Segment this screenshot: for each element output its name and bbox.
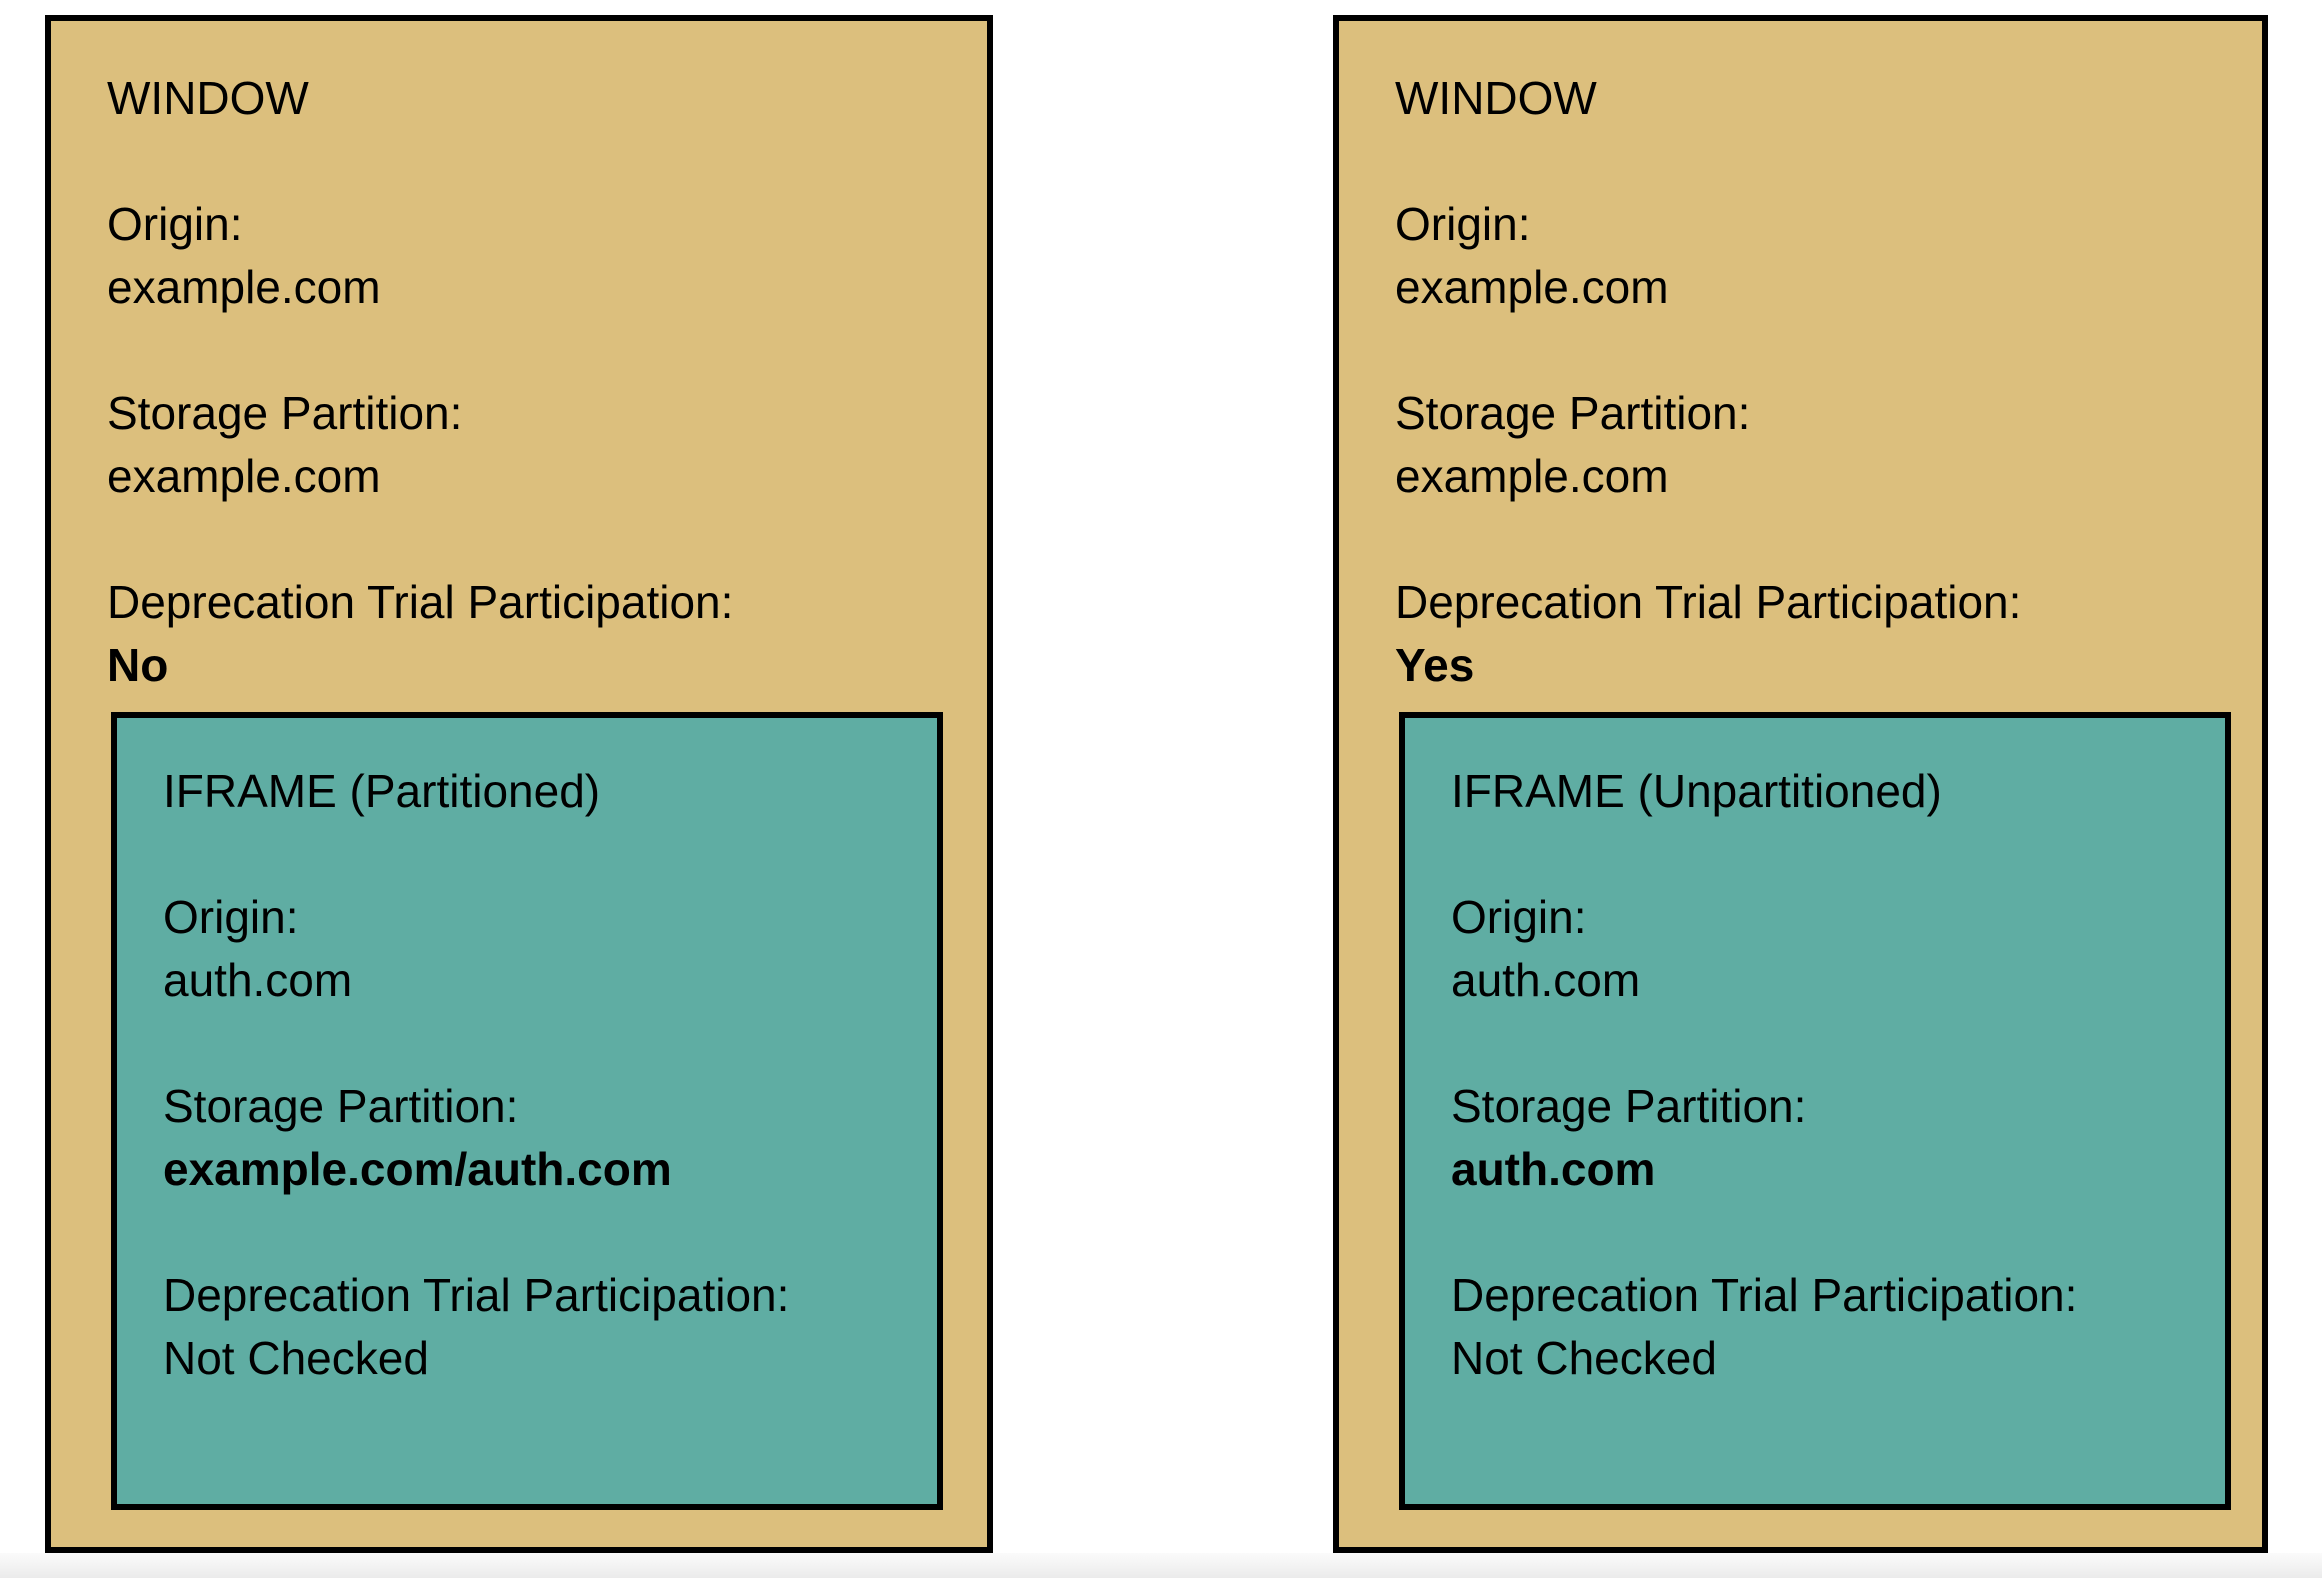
iframe-deprecation-trial-value: Not Checked bbox=[163, 1332, 429, 1384]
iframe-origin-field: Origin: auth.com bbox=[1451, 886, 2179, 1012]
page-bottom-edge bbox=[0, 1553, 2322, 1578]
origin-label: Origin: bbox=[1395, 198, 1531, 250]
storage-partition-value: example.com bbox=[107, 450, 381, 502]
origin-value: example.com bbox=[1395, 261, 1669, 313]
iframe-deprecation-trial-value: Not Checked bbox=[1451, 1332, 1717, 1384]
iframe-storage-partition-field: Storage Partition: auth.com bbox=[1451, 1075, 2179, 1201]
storage-partition-value: example.com bbox=[1395, 450, 1669, 502]
iframe-storage-partition-value: auth.com bbox=[1451, 1143, 1656, 1195]
origin-field: Origin: example.com bbox=[1395, 193, 2206, 319]
origin-value: example.com bbox=[107, 261, 381, 313]
iframe-origin-label: Origin: bbox=[1451, 891, 1587, 943]
deprecation-trial-field: Deprecation Trial Participation: Yes bbox=[1395, 571, 2206, 697]
deprecation-trial-label: Deprecation Trial Participation: bbox=[107, 576, 734, 628]
iframe-deprecation-trial-label: Deprecation Trial Participation: bbox=[163, 1269, 790, 1321]
iframe-origin-value: auth.com bbox=[1451, 954, 1641, 1006]
iframe-deprecation-trial-field: Deprecation Trial Participation: Not Che… bbox=[1451, 1264, 2179, 1390]
iframe-title: IFRAME (Unpartitioned) bbox=[1451, 765, 1942, 817]
iframe-origin-field: Origin: auth.com bbox=[163, 886, 891, 1012]
window-panel-with-trial: WINDOW Origin: example.com Storage Parti… bbox=[1333, 15, 2268, 1553]
iframe-deprecation-trial-label: Deprecation Trial Participation: bbox=[1451, 1269, 2078, 1321]
iframe-origin-value: auth.com bbox=[163, 954, 353, 1006]
iframe-panel-partitioned: IFRAME (Partitioned) Origin: auth.com St… bbox=[111, 712, 943, 1510]
storage-partition-field: Storage Partition: example.com bbox=[1395, 382, 2206, 508]
storage-partition-label: Storage Partition: bbox=[1395, 387, 1751, 439]
iframe-storage-partition-value: example.com/auth.com bbox=[163, 1143, 672, 1195]
window-panel-no-trial: WINDOW Origin: example.com Storage Parti… bbox=[45, 15, 993, 1553]
iframe-title: IFRAME (Partitioned) bbox=[163, 765, 601, 817]
storage-partition-label: Storage Partition: bbox=[107, 387, 463, 439]
deprecation-trial-field: Deprecation Trial Participation: No bbox=[107, 571, 931, 697]
iframe-storage-partition-label: Storage Partition: bbox=[1451, 1080, 1807, 1132]
deprecation-trial-label: Deprecation Trial Participation: bbox=[1395, 576, 2022, 628]
iframe-storage-partition-label: Storage Partition: bbox=[163, 1080, 519, 1132]
origin-label: Origin: bbox=[107, 198, 243, 250]
iframe-panel-unpartitioned: IFRAME (Unpartitioned) Origin: auth.com … bbox=[1399, 712, 2231, 1510]
window-title: WINDOW bbox=[1395, 72, 1597, 124]
window-title: WINDOW bbox=[107, 72, 309, 124]
deprecation-trial-value: No bbox=[107, 639, 169, 691]
storage-partition-field: Storage Partition: example.com bbox=[107, 382, 931, 508]
iframe-deprecation-trial-field: Deprecation Trial Participation: Not Che… bbox=[163, 1264, 891, 1390]
iframe-storage-partition-field: Storage Partition: example.com/auth.com bbox=[163, 1075, 891, 1201]
deprecation-trial-value: Yes bbox=[1395, 639, 1475, 691]
origin-field: Origin: example.com bbox=[107, 193, 931, 319]
iframe-origin-label: Origin: bbox=[163, 891, 299, 943]
